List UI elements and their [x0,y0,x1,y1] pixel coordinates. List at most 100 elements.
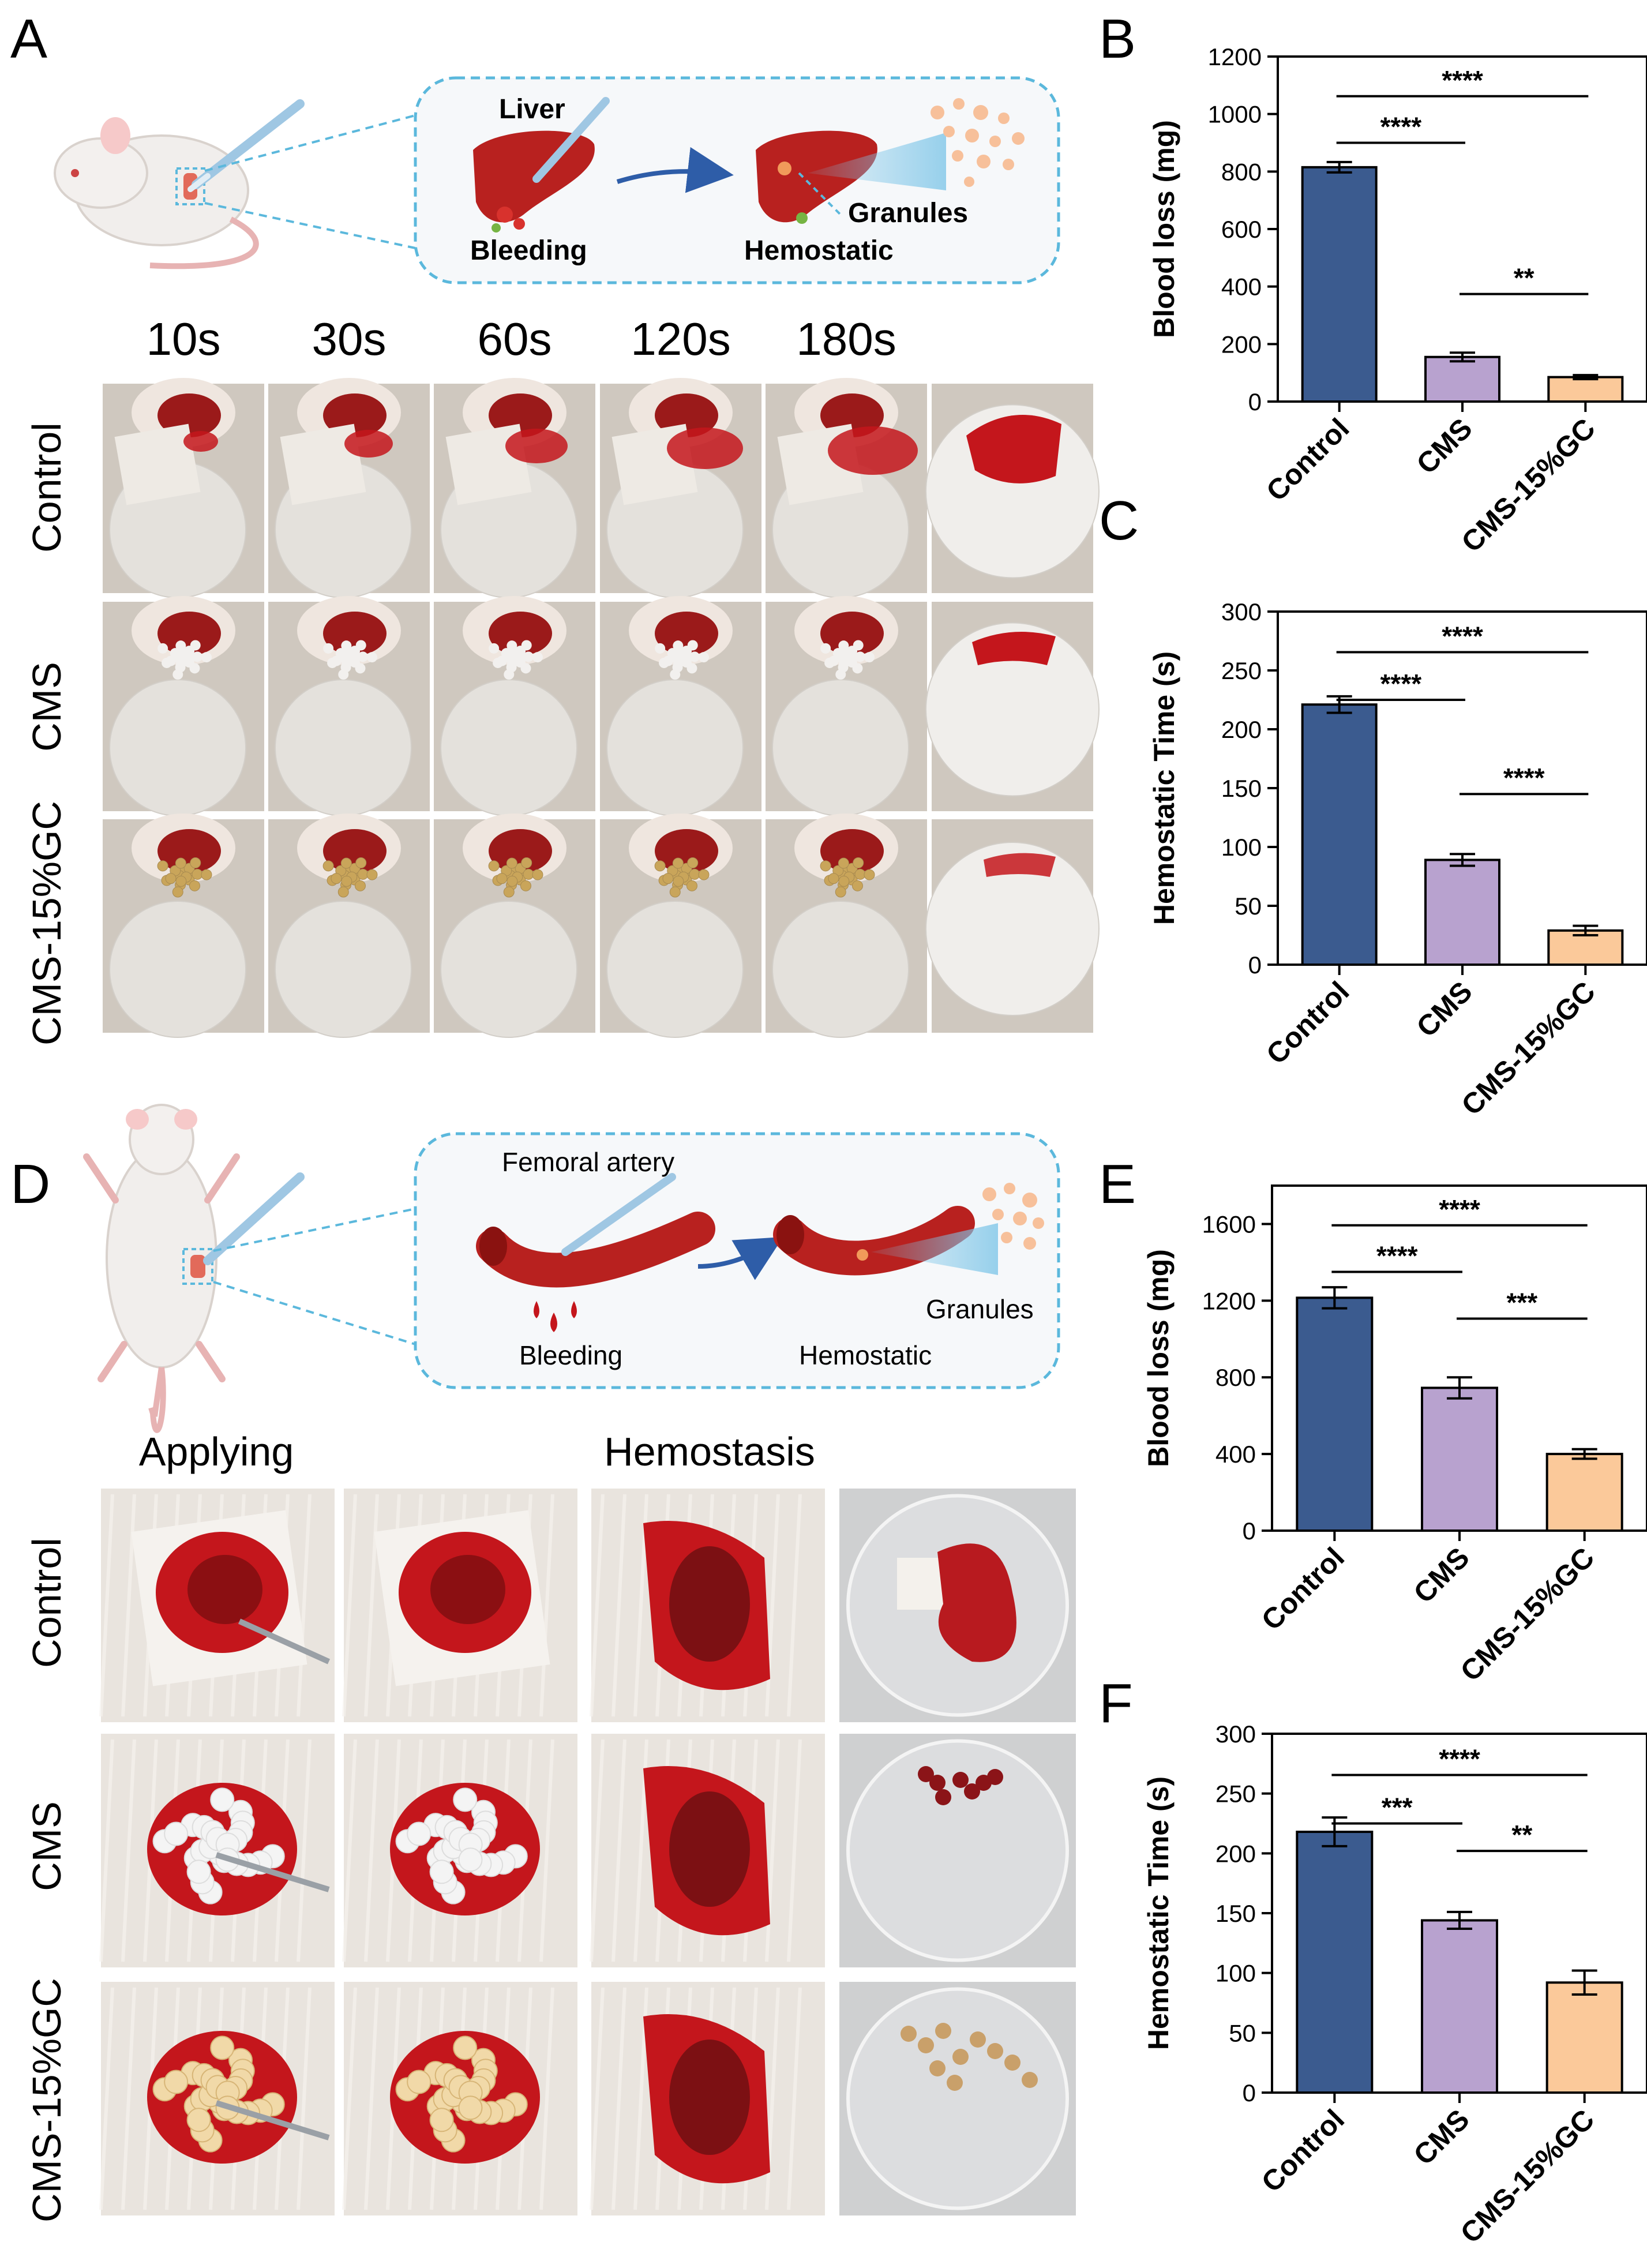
granule [192,651,202,662]
granule [504,669,515,680]
fur-texture [342,1739,357,1962]
y-tick-label: 0 [1248,951,1262,979]
granule [521,640,532,651]
granule [929,2060,946,2076]
significance-label: **** [1376,1241,1418,1271]
granule [331,873,342,884]
granule [175,640,186,651]
y-tick-label: 300 [1221,598,1262,625]
y-tick-label: 100 [1215,1960,1256,1987]
granule [1004,2055,1021,2071]
significance-label: **** [1442,65,1483,95]
fur-texture [364,1494,379,1717]
blood-stain [183,431,218,452]
granule [523,651,534,662]
granule [190,857,201,868]
granule [355,640,366,651]
rat-top-icon [83,1104,240,1433]
row-label-control-a: Control [24,422,69,553]
photo-cell [342,1734,577,1967]
granule [667,648,678,659]
granule [687,640,698,651]
blood-gauze [937,1543,1016,1662]
fur-texture [99,1987,114,2210]
granule [851,880,863,891]
granule [506,857,517,869]
y-tick-label: 800 [1221,158,1262,185]
granule [687,857,699,868]
granule [489,643,500,654]
artery-hemostatic-icon [773,1206,998,1276]
y-tick-label: 1200 [1208,43,1262,70]
photo-cell [925,384,1100,593]
granule [838,857,849,869]
granule [662,873,674,884]
significance-label: **** [1503,763,1545,793]
scalpel-icon [203,1172,305,1265]
x-tick-label: CMS [1408,1541,1476,1609]
granule [686,880,697,891]
bar [1421,1919,1498,2094]
label-granules-a: Granules [848,198,968,228]
x-tick-label: Control [1260,975,1355,1070]
filter-paper [275,901,412,1038]
granule [655,643,666,654]
significance-label: **** [1439,1744,1480,1774]
photo-cell [268,378,430,598]
bar [1545,1981,1623,2094]
granule [838,875,850,887]
blood-stain [828,426,918,475]
significance-label: ** [1511,1820,1532,1850]
significance-label: *** [1382,1793,1413,1823]
granule [854,868,866,880]
photo-cell [925,819,1100,1033]
filter-paper [772,679,909,816]
row-label-cms-d: CMS [24,1801,69,1891]
granule [523,868,534,880]
y-tick-label: 400 [1215,1441,1256,1468]
photo-cell [99,1489,335,1722]
granule [970,2031,986,2048]
blood-stain [984,853,1056,877]
y-tick-label: 0 [1248,388,1262,415]
granule [835,669,846,680]
granule [407,1821,432,1846]
gauze [897,1558,943,1610]
granule [672,857,684,869]
granule [458,2095,483,2120]
x-tick-label: CMS-15%GC [1454,2103,1601,2250]
fur-texture [342,1987,357,2210]
fur-texture [99,1494,114,1717]
y-tick-label: 200 [1221,716,1262,743]
granule [987,2043,1003,2059]
photo-cell [103,814,264,1038]
wound [323,393,387,437]
fur-texture [297,1987,312,2210]
granule [172,886,183,898]
wound [157,393,221,437]
tweezers-icon [215,1852,330,1892]
y-tick-label: 250 [1215,1780,1256,1808]
y-tick-label: 200 [1215,1840,1256,1867]
y-tick-label: 400 [1221,273,1262,301]
granule [458,1847,483,1872]
granule [520,880,531,891]
granule [838,658,849,669]
fur-texture [787,1494,802,1717]
granule [670,669,681,680]
granule [157,860,168,872]
granule [507,658,517,669]
wound [489,612,552,655]
row-label-cms-a: CMS [24,662,69,752]
granule [964,1783,980,1800]
wound [323,612,387,655]
granule [175,857,186,869]
granule [354,880,366,891]
filter-paper [772,901,909,1038]
y-tick-label: 250 [1221,657,1262,684]
y-tick-label: 1000 [1208,101,1262,128]
granules-icon [982,1183,1044,1250]
wound [157,612,221,655]
y-axis-label: Blood loss (mg) [1142,1249,1175,1467]
granule [201,869,212,880]
